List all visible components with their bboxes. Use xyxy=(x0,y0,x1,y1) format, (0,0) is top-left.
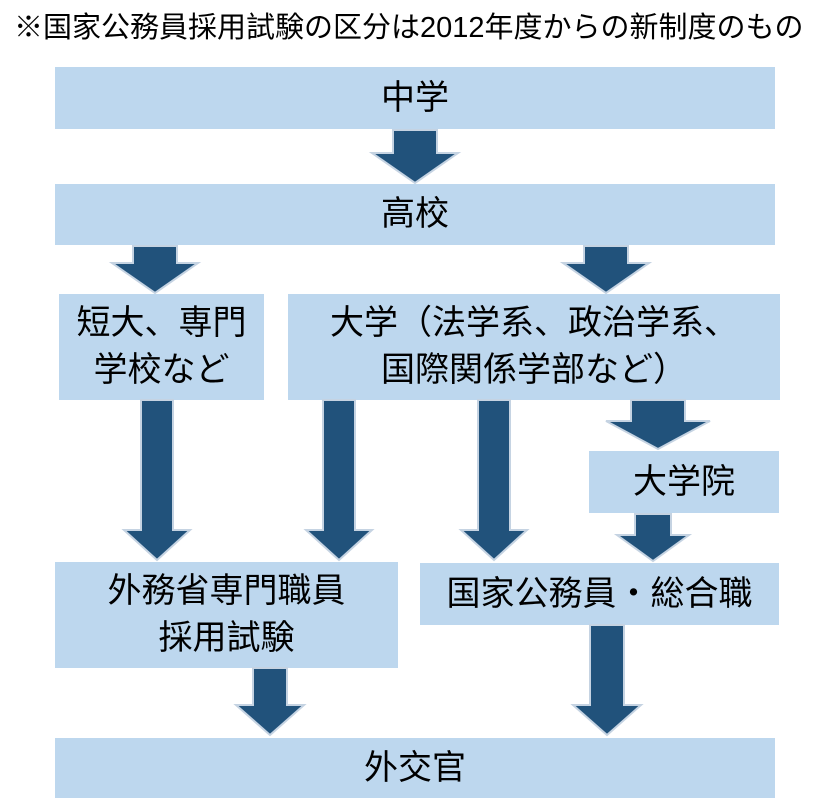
down-arrow-icon xyxy=(121,399,193,562)
down-arrow-icon xyxy=(458,399,530,562)
node-label: 大学（法学系、政治学系、 国際関係学部など） xyxy=(330,304,738,389)
node-label: 短大、専門 学校など xyxy=(76,304,247,389)
down-arrow-icon xyxy=(233,667,307,737)
node-junior-college: 短大、専門 学校など xyxy=(59,294,264,400)
note-text: ※国家公務員採用試験の区分は2012年度からの新制度のもの xyxy=(14,12,804,44)
down-arrow-icon xyxy=(368,129,462,185)
node-university: 大学（法学系、政治学系、 国際関係学部など） xyxy=(288,294,780,400)
node-junior-high-school: 中学 xyxy=(55,67,775,129)
node-label: 国家公務員・総合職 xyxy=(446,574,753,613)
down-arrow-icon xyxy=(108,245,202,295)
node-high-school: 高校 xyxy=(55,184,775,245)
node-label: 大学院 xyxy=(633,462,735,501)
down-arrow-icon xyxy=(559,245,653,295)
node-label: 高校 xyxy=(381,195,449,233)
node-label: 外務省専門職員 採用試験 xyxy=(107,572,346,657)
node-diplomat: 外交官 xyxy=(55,738,775,798)
node-national-civil-service-exam: 国家公務員・総合職 xyxy=(420,563,779,625)
node-label: 外交官 xyxy=(364,748,466,787)
down-arrow-icon xyxy=(303,399,375,562)
down-arrow-icon xyxy=(605,399,711,451)
node-label: 中学 xyxy=(381,78,449,117)
down-arrow-icon xyxy=(570,624,644,737)
node-graduate-school: 大学院 xyxy=(589,451,779,513)
node-mofa-specialist-exam: 外務省専門職員 採用試験 xyxy=(55,562,398,668)
down-arrow-icon xyxy=(613,513,693,563)
